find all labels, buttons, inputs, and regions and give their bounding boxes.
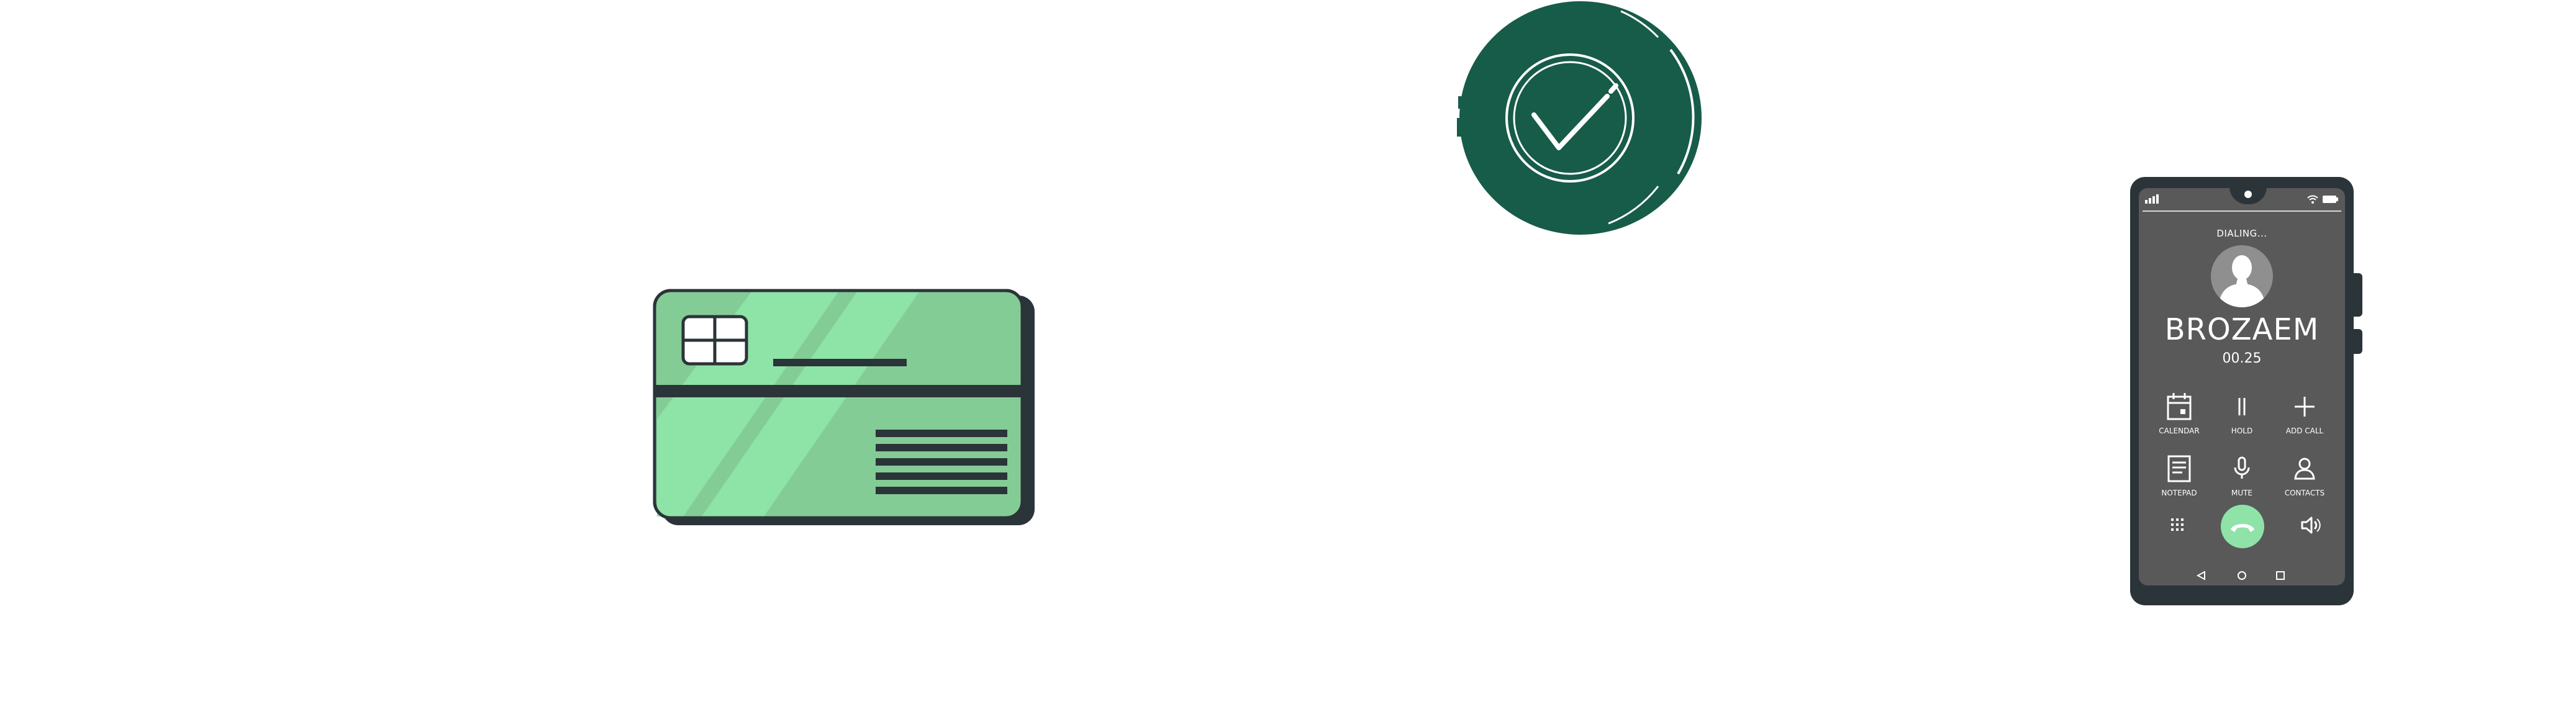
microphone-icon: [2234, 456, 2250, 479]
badge-ring-inner: [1513, 61, 1627, 175]
card-stripe: [655, 385, 1022, 397]
phone-power-button: [2352, 329, 2362, 354]
avatar: [2211, 245, 2273, 307]
end-call-button[interactable]: [2221, 505, 2264, 548]
phone-volume-button: [2352, 273, 2362, 317]
phone-hangup-icon: [2231, 524, 2254, 532]
person-icon: [2294, 458, 2315, 480]
notepad-button[interactable]: NOTEPAD: [2151, 455, 2207, 505]
phone-illustration: DIALING... BROZAEM 00.25 CALENDAR: [2130, 177, 2362, 605]
card-highlight-band: [657, 292, 838, 517]
call-timer: 00.25: [2222, 351, 2262, 366]
check-badge-icon: [1457, 1, 1702, 235]
mute-button[interactable]: MUTE: [2214, 455, 2270, 505]
contacts-button[interactable]: CONTACTS: [2277, 455, 2333, 505]
plus-icon: [2295, 397, 2315, 417]
card-detail-lines: [876, 430, 1007, 494]
status-divider: [2143, 210, 2341, 212]
hold-button[interactable]: HOLD: [2214, 393, 2270, 443]
user-silhouette-icon: [2218, 255, 2265, 307]
add-call-button[interactable]: ADD CALL: [2277, 393, 2333, 443]
pause-icon: [2238, 398, 2246, 415]
card-name-line: [773, 359, 907, 366]
badge-ring-outer: [1505, 53, 1635, 183]
keypad-icon[interactable]: [2171, 518, 2185, 532]
wifi-icon: [2307, 195, 2318, 204]
credit-card-icon: [653, 289, 1035, 525]
phone-notch: [2229, 188, 2267, 204]
badge-background: [1459, 1, 1702, 235]
circle-home-icon[interactable]: [2237, 571, 2247, 580]
calendar-icon: [2167, 393, 2192, 420]
contact-name: BROZAEM: [2164, 312, 2320, 347]
notepad-icon: [2167, 455, 2191, 482]
badge-arc: [1669, 48, 1695, 175]
square-recent-icon[interactable]: [2275, 571, 2285, 580]
check-icon: [1531, 94, 1610, 150]
call-status: DIALING...: [2216, 228, 2267, 239]
phone-screen: DIALING... BROZAEM 00.25 CALENDAR: [2139, 188, 2345, 585]
speaker-icon[interactable]: [2300, 516, 2323, 535]
battery-icon: [2323, 196, 2338, 203]
check-badge: [1453, 0, 1708, 236]
mute-label: MUTE: [2231, 489, 2253, 497]
credit-card-illustration: [652, 286, 1037, 528]
navigation-bar: [2139, 567, 2345, 585]
signal-icon: [2145, 194, 2159, 204]
contacts-label: CONTACTS: [2284, 489, 2325, 497]
calendar-button[interactable]: CALENDAR: [2151, 393, 2207, 443]
card-highlight-band-2: [702, 292, 919, 517]
calendar-label: CALENDAR: [2159, 427, 2200, 435]
add-call-label: ADD CALL: [2285, 427, 2324, 435]
hold-label: HOLD: [2231, 427, 2253, 435]
camera-icon: [2244, 191, 2252, 198]
triangle-back-icon[interactable]: [2196, 571, 2206, 580]
notepad-label: NOTEPAD: [2161, 489, 2197, 497]
